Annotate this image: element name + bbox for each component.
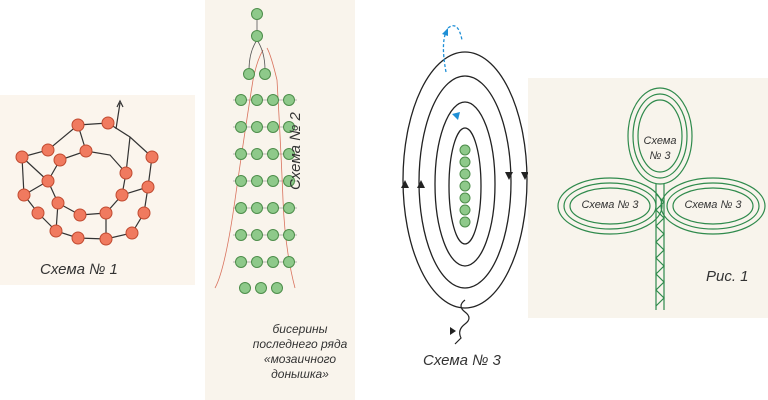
bead [283, 94, 295, 106]
bead [251, 229, 263, 241]
bead-last-row [271, 282, 283, 294]
bead [283, 148, 295, 160]
bead [267, 121, 279, 133]
scheme-2-note: бисерины последнего ряда «мозаичного дон… [245, 322, 355, 382]
top-leaf-label: Схема № 3 [636, 134, 684, 164]
bead [235, 121, 247, 133]
bead [235, 175, 247, 187]
bead [267, 256, 279, 268]
bead-last-row [255, 282, 267, 294]
figure-1-diagram [557, 87, 766, 310]
bead [283, 121, 295, 133]
note-line-4: донышка» [271, 367, 329, 381]
bead [267, 229, 279, 241]
scheme-3-panel: Схема № 3 [388, 0, 553, 400]
scheme-3-caption: Схема № 3 [423, 352, 501, 369]
right-leaf-label: Схема № 3 [684, 199, 742, 211]
bead [235, 148, 247, 160]
bead [251, 256, 263, 268]
scheme-1-caption: Схема № 1 [40, 261, 118, 278]
scheme-3-diagram [401, 25, 529, 345]
bead [251, 202, 263, 214]
figure-1-caption: Рис. 1 [706, 268, 749, 285]
top-leaf-line-1: Схема [643, 135, 677, 147]
bead [283, 175, 295, 187]
scheme-1-panel: Схема № 1 [0, 95, 195, 285]
bead [243, 68, 255, 80]
bead [283, 229, 295, 241]
bead [259, 68, 271, 80]
bead [267, 94, 279, 106]
note-line-1: бисерины [272, 322, 328, 336]
bead [235, 202, 247, 214]
scheme-2-panel: Схема № 2 бисерины последнего ряда «моза… [205, 0, 355, 400]
scheme-1-diagram [15, 99, 159, 246]
note-line-2: последнего ряда [252, 337, 348, 351]
bead [267, 202, 279, 214]
bead [267, 148, 279, 160]
bead [251, 175, 263, 187]
note-line-3: «мозаичного [263, 352, 337, 366]
bead [251, 30, 263, 42]
bead [283, 256, 295, 268]
bead [283, 202, 295, 214]
top-leaf-line-2: № 3 [649, 150, 671, 162]
scheme-2-diagram [214, 8, 297, 294]
figure-1-panel: Схема № 3 Схема № 3 Схема № 3 Рис. 1 [528, 78, 768, 318]
bead [251, 94, 263, 106]
bead [235, 94, 247, 106]
bead [251, 121, 263, 133]
left-leaf-label: Схема № 3 [581, 199, 639, 211]
bead-last-row [239, 282, 251, 294]
bead [235, 229, 247, 241]
bead [251, 148, 263, 160]
bead [235, 256, 247, 268]
bead [251, 8, 263, 20]
scheme-2-caption: Схема № 2 [287, 112, 304, 190]
bead [267, 175, 279, 187]
